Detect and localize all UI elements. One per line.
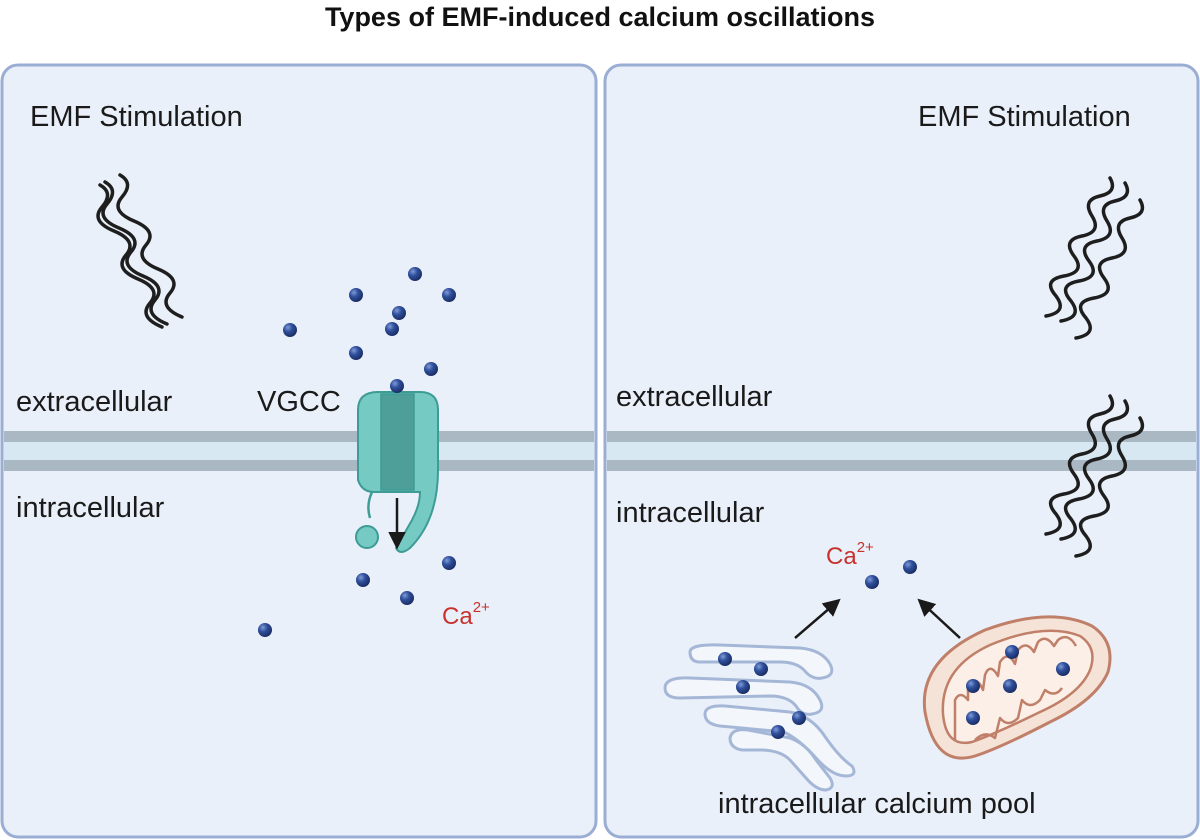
ion-icon: [283, 323, 297, 337]
emf-wave-icon-right-lower: [1044, 394, 1145, 558]
ion-icon: [442, 556, 456, 570]
right-ca-label: Ca2+: [826, 531, 874, 574]
ion-icon: [792, 711, 806, 725]
calcium-ions-left: [258, 267, 456, 637]
ion-icon: [349, 288, 363, 302]
emf-wave-icon-right-upper: [1044, 176, 1145, 340]
ion-icon: [385, 322, 399, 336]
right-stimulation-label: EMF Stimulation: [918, 101, 1131, 133]
endoplasmic-reticulum-icon: [663, 643, 856, 792]
ion-icon: [356, 573, 370, 587]
vgcc-channel-icon: [355, 391, 439, 553]
left-intracellular-label: intracellular: [16, 492, 165, 524]
mitochondrion-calcium-ions: [966, 645, 1070, 725]
ion-icon: [754, 662, 768, 676]
figure-title: Types of EMF-induced calcium oscillation…: [324, 2, 876, 32]
right-intracellular-label: intracellular: [616, 497, 765, 529]
ion-icon: [1003, 679, 1017, 693]
left-ca-label: Ca2+: [442, 591, 490, 634]
er-calcium-ions: [718, 652, 806, 739]
ion-icon: [718, 652, 732, 666]
ion-icon: [966, 679, 980, 693]
ion-icon: [966, 711, 980, 725]
ion-icon: [400, 591, 414, 605]
left-membrane: [4, 431, 594, 471]
release-arrow-left: [794, 598, 841, 639]
ion-icon: [1056, 662, 1070, 676]
ion-icon: [736, 680, 750, 694]
emf-wave-icon-left: [96, 173, 184, 329]
calcium-ions-right: [865, 560, 917, 589]
right-ca-charge: 2+: [856, 539, 874, 556]
left-stimulation-label: EMF Stimulation: [30, 101, 243, 133]
right-membrane: [607, 431, 1196, 471]
vgcc-label: VGCC: [257, 386, 341, 418]
calcium-pool-label: intracellular calcium pool: [718, 788, 1036, 820]
ion-icon: [390, 379, 404, 393]
right-extracellular-label: extracellular: [616, 381, 773, 413]
ion-icon: [442, 288, 456, 302]
ion-icon: [392, 306, 406, 320]
ion-icon: [771, 725, 785, 739]
right-ca-symbol: Ca: [826, 543, 857, 570]
ion-icon: [903, 560, 917, 574]
ion-icon: [865, 575, 879, 589]
ion-icon: [349, 346, 363, 360]
ion-icon: [258, 623, 272, 637]
release-arrow-right: [917, 598, 961, 639]
left-ca-symbol: Ca: [442, 603, 473, 630]
ion-icon: [424, 362, 438, 376]
left-ca-charge: 2+: [472, 599, 490, 616]
ion-icon: [408, 267, 422, 281]
left-extracellular-label: extracellular: [16, 386, 173, 418]
ion-icon: [1005, 645, 1019, 659]
